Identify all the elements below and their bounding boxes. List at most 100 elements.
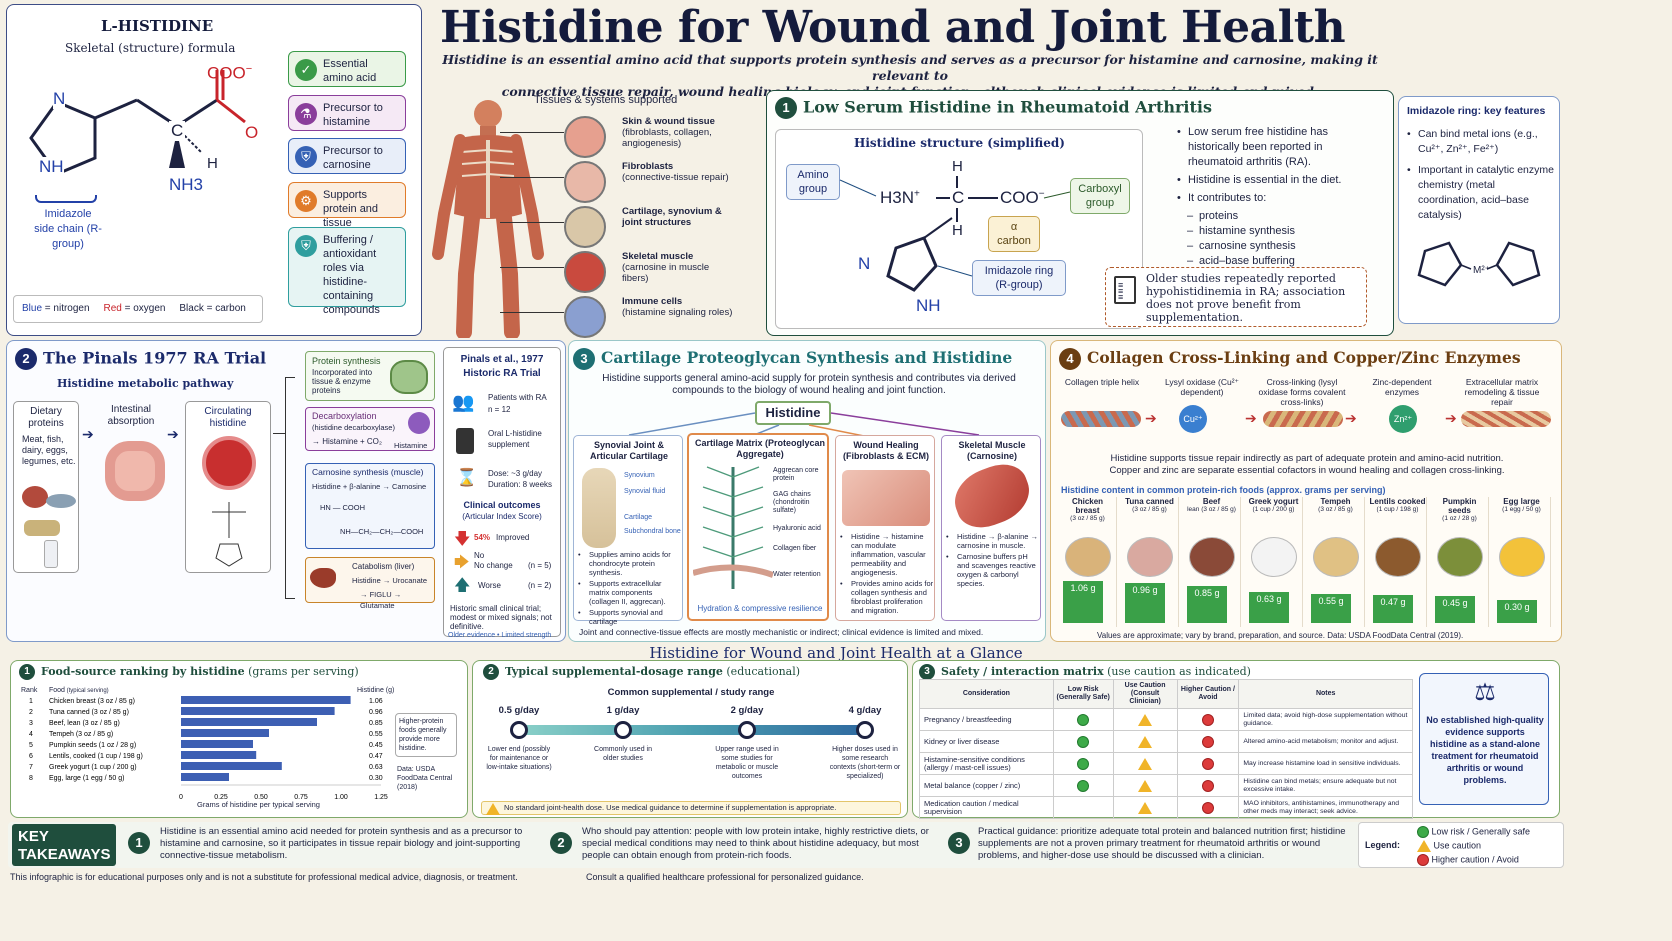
histidine-hub: Histidine [755, 401, 831, 425]
subtitle-line-1: Histidine is an essential amino acid tha… [442, 52, 1378, 83]
safety-cell-u [1112, 796, 1178, 819]
h-bottom: H [952, 222, 963, 239]
branch-4-title: Catabolism (liver) [352, 562, 415, 571]
branch-2-reaction: → Histamine + CO₂ [312, 437, 383, 446]
side-chain-bracket [35, 195, 97, 203]
takeaways-label-1: KEY [18, 828, 49, 845]
safety-header-cell: Consideration [919, 679, 1054, 709]
dose-marker-1 [510, 721, 528, 739]
simplified-bonds [839, 176, 1071, 292]
role-2: ⚗ Precursor to histamine [288, 95, 406, 131]
dose-marker-4 [856, 721, 874, 739]
col-2-title: Cartilage Matrix (Proteoglycan Aggregate… [694, 438, 826, 459]
legend-caution-icon [1417, 840, 1431, 852]
crosslink-step-3: Cross-linking (lysyl oxidase forms coval… [1258, 377, 1346, 407]
circulating-structure [212, 502, 246, 567]
carboxyl-group-chip: Carboxyl group [1070, 178, 1130, 214]
safety-note: Limited data; avoid high-dose supplement… [1238, 708, 1413, 731]
diet-label: Dietary proteins [28, 406, 64, 429]
branch-protein-synthesis: Protein synthesis Incorporated into tiss… [305, 351, 435, 401]
tissue-line-1 [500, 132, 564, 133]
dosage-subtitle: Common supplemental / study range [607, 687, 775, 698]
tissue-name: Skeletal muscle [622, 251, 694, 262]
c3_b-2: Provides amino acids for collagen synthe… [840, 579, 934, 615]
histidine-skeletal-formula [29, 70, 246, 176]
bar-value-label: 0.96 [369, 709, 383, 716]
pathway-title: Histidine metabolic pathway [57, 377, 234, 390]
gear-icon: ⚙ [295, 190, 317, 212]
improved-label: Improved [496, 533, 530, 542]
metal-ion-label: M²⁺ [1473, 265, 1490, 276]
section-1-note: ≡≡≡ Older studies repeatedly reported hy… [1105, 267, 1367, 327]
imidazole-features-panel: Imidazole ring: key features Can bind me… [1398, 96, 1560, 324]
safety-cell-h [1176, 730, 1240, 753]
trial-patients: Patients with RA [488, 393, 547, 402]
structure-panel: L-HISTIDINE Skeletal (structure) formula… [6, 4, 422, 336]
glance-3-unit: (use caution as indicated) [1103, 665, 1251, 678]
takeaways-label-2: TAKEAWAYS [18, 846, 111, 863]
col-3-title: Wound Healing (Fibroblasts & ECM) [842, 440, 929, 461]
high-caution-dot [1201, 779, 1214, 792]
bar-value-label: 0.55 [369, 731, 383, 738]
crosslink-step-4: Zinc-dependent enzymes [1372, 377, 1432, 397]
glance-1-number: 1 [19, 664, 35, 680]
dose-value-4: 4 g/day [848, 705, 882, 716]
fish-illustration [46, 494, 76, 508]
x-tick-label: 0.25 [214, 794, 228, 801]
x-tick-label: 0.50 [254, 794, 268, 801]
col-1-bullets: Supplies amino acids for chondrocyte pro… [578, 550, 682, 628]
legend-caution-text: Use caution [1433, 840, 1482, 851]
bar [181, 707, 335, 715]
histamine-illustration [408, 412, 430, 434]
bar-value-label: 0.30 [369, 775, 383, 782]
fibroblast-illustration [842, 470, 930, 526]
hourglass-icon: ⌛ [456, 468, 478, 488]
worse-n: (n = 2) [528, 581, 552, 590]
supplement-bottle-icon [456, 428, 474, 454]
food-card-name: Greek yogurt [1248, 497, 1299, 506]
safety-row: Histamine-sensitive conditions (allergy … [919, 752, 1413, 775]
role-5: ⛨Buffering / antioxidant roles via histi… [288, 227, 406, 316]
arrow-2: ➔ [167, 427, 179, 443]
tissue-item-2: Fibroblasts(connective-tissue repair) [622, 161, 734, 183]
tissue-desc: (carnosine in muscle fibers) [622, 262, 710, 284]
body-figure [432, 100, 544, 338]
proteoglycan-illustration [693, 466, 773, 589]
crosslink-step-1: Collagen triple helix [1064, 377, 1140, 387]
s1-sub-dash: – [1187, 210, 1194, 222]
food-header: Food (typical serving) [49, 685, 109, 697]
legend-low-dot [1417, 826, 1429, 838]
imidazole-ring-chip: Imidazole ring (R-group) [972, 260, 1066, 296]
role-label: Buffering / antioxidant roles via histid… [323, 234, 380, 316]
flask-icon: ⚗ [295, 103, 317, 125]
alpha-c: C [952, 188, 965, 207]
tissue-illustration-1 [564, 116, 606, 158]
safety-consideration: Histamine-sensitive conditions (allergy … [919, 752, 1054, 775]
c1_b-3: Supports synovial and cartilage [578, 608, 682, 626]
copper-enzyme-icon: Cu²⁺ [1179, 405, 1207, 433]
section-3-title: Cartilage Proteoglycan Synthesis and His… [601, 348, 1013, 367]
role-label: Precursor to histamine [323, 102, 383, 128]
branch-4-step-1: Histidine → Urocanate [352, 576, 428, 585]
food-card-serving: (3 oz / 85 g) [1132, 506, 1167, 513]
h3n-group: H3N+ [880, 188, 920, 208]
safety-cell-u [1112, 708, 1178, 731]
takeaway-1-number: 1 [128, 832, 150, 854]
bar-category-label: Tuna canned (3 oz / 85 g) [49, 709, 129, 716]
s1-sub-text: proteins [1199, 210, 1239, 222]
dose-desc-2: Commonly used in older studies [594, 746, 652, 762]
branch-feed [273, 433, 285, 434]
branch-catabolism: Catabolism (liver) Histidine → Urocanate… [305, 557, 435, 610]
bar-chart-source: Data: USDA FoodData Central (2018) [397, 766, 453, 791]
evidence-text: No established high-quality evidence sup… [1426, 715, 1544, 785]
diet-box: Dietary proteins Meat, fish, dairy, eggs… [13, 401, 79, 573]
bar-category-label: Lentils, cooked (1 cup / 198 g) [49, 753, 143, 760]
x-tick-label: 1.00 [334, 794, 348, 801]
s1-bullet-1: Low serum free histidine has historicall… [1177, 125, 1377, 170]
food-illustration [1127, 537, 1173, 577]
food-illustration [1437, 537, 1483, 577]
